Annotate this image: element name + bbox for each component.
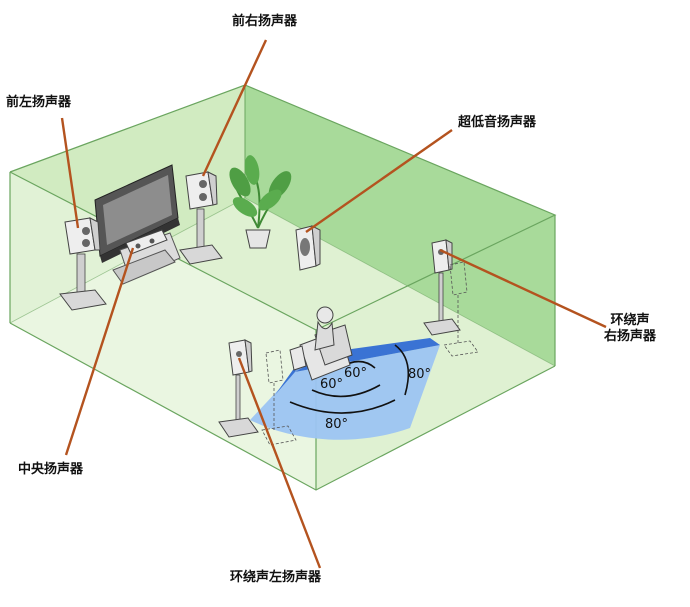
label-surround-right-line1: 环绕声 xyxy=(610,313,650,328)
center-speaker xyxy=(125,229,168,255)
angle-arc-inner xyxy=(311,384,381,398)
back-right-wall xyxy=(245,85,555,366)
leader-surround-left xyxy=(237,357,322,569)
leader-lines xyxy=(60,39,607,569)
label-center: 中央扬声器 xyxy=(18,462,84,477)
angle-fan-light xyxy=(250,345,440,440)
angle-arc-right xyxy=(394,344,410,396)
front-right-speaker xyxy=(179,171,223,265)
potted-plant xyxy=(229,155,292,249)
label-front-right: 前右扬声器 xyxy=(232,14,298,29)
angle-label-inner-left: 60° xyxy=(320,377,343,392)
surround-left-speaker xyxy=(218,339,297,446)
label-front-left: 前左扬声器 xyxy=(6,95,72,110)
label-surround-right: 环绕声 右扬声器 xyxy=(604,313,656,345)
listener-armchair xyxy=(289,306,353,381)
leader-surround-right xyxy=(439,248,607,329)
angle-label-outer-right: 80° xyxy=(408,367,431,382)
angle-label-inner-right: 60° xyxy=(344,366,367,381)
floor-edges xyxy=(9,322,556,491)
subwoofer xyxy=(295,225,321,271)
leader-front-right xyxy=(201,39,268,177)
label-surround-left: 环绕声左扬声器 xyxy=(230,570,322,585)
floor-back-edges xyxy=(9,197,556,367)
front-left-speaker xyxy=(59,217,107,311)
angle-label-outer-bottom: 80° xyxy=(325,417,348,432)
leader-subwoofer xyxy=(305,129,453,233)
surround-right-speaker xyxy=(423,239,479,357)
label-surround-right-line2: 右扬声器 xyxy=(604,329,657,344)
angle-arc-outer xyxy=(289,399,396,414)
label-subwoofer: 超低音扬声器 xyxy=(458,115,537,130)
leader-center xyxy=(64,247,135,456)
leader-front-left xyxy=(60,117,80,229)
